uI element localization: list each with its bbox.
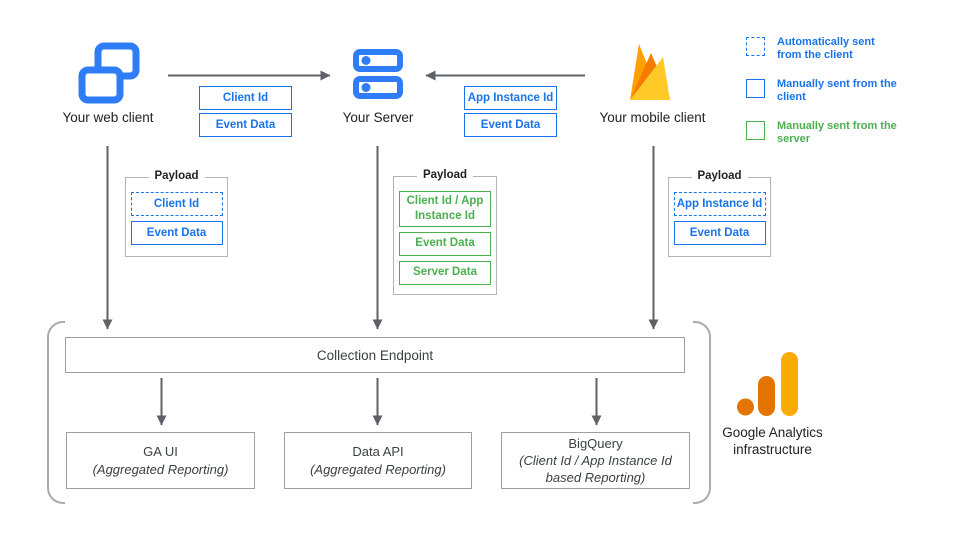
infrastructure-bracket-left: [47, 321, 65, 504]
mobile-client-label: Your mobile client: [599, 110, 706, 125]
edge-tag-client-id: Client Id: [199, 86, 292, 110]
payload-box-web: Payload Client Id Event Data: [125, 170, 228, 257]
payload-title: Payload: [416, 169, 474, 181]
ga-ui-name: GA UI: [143, 444, 178, 460]
legend-label-manual-client: Manually sent from the client: [777, 78, 897, 104]
data-api-subtitle: (Aggregated Reporting): [310, 461, 446, 477]
payload-title: Payload: [148, 170, 205, 182]
web-client-label: Your web client: [62, 110, 154, 125]
payload-item: Client Id / App Instance Id: [399, 191, 491, 227]
edge-tag-app-instance-id: App Instance Id: [464, 86, 557, 110]
legend-label-manual-server: Manually sent from the server: [777, 120, 897, 146]
overlapping-windows-icon: [78, 42, 140, 104]
ga-ui-box: GA UI (Aggregated Reporting): [66, 432, 255, 489]
payload-item: Event Data: [130, 221, 223, 245]
legend-label-auto-client: Automatically sent from the client: [777, 36, 875, 62]
payload-item: Event Data: [673, 221, 766, 245]
payload-title: Payload: [691, 170, 748, 182]
firebase-flame-icon: [630, 44, 670, 100]
infrastructure-caption: Google Analytics infrastructure: [722, 425, 823, 458]
bigquery-name: BigQuery: [568, 435, 623, 451]
payload-item: Event Data: [399, 231, 491, 256]
ga-ui-subtitle: (Aggregated Reporting): [92, 461, 229, 477]
payload-item: Server Data: [399, 260, 491, 285]
google-analytics-bars-icon: [737, 352, 798, 416]
legend-swatch-manual-client: [746, 79, 765, 98]
bigquery-box: BigQuery (Client Id / App Instance Id ba…: [501, 432, 690, 489]
collection-endpoint-box: Collection Endpoint: [65, 337, 685, 373]
bigquery-subtitle: (Client Id / App Instance Id based Repor…: [519, 452, 672, 486]
server-label: Your Server: [342, 110, 414, 125]
data-api-box: Data API (Aggregated Reporting): [284, 432, 472, 489]
infrastructure-bracket-right: [693, 321, 711, 504]
legend-swatch-manual-server: [746, 121, 765, 140]
payload-box-server: Payload Client Id / App Instance Id Even…: [393, 169, 497, 295]
server-stack-icon: [353, 49, 403, 99]
data-api-name: Data API: [352, 444, 404, 460]
legend-swatch-auto-client: [746, 37, 765, 56]
payload-item: Client Id: [130, 192, 223, 216]
edge-tag-event-data-web: Event Data: [199, 113, 292, 137]
payload-box-mobile: Payload App Instance Id Event Data: [668, 170, 771, 257]
edge-tag-event-data-mobile: Event Data: [464, 113, 557, 137]
payload-item: App Instance Id: [673, 192, 766, 216]
